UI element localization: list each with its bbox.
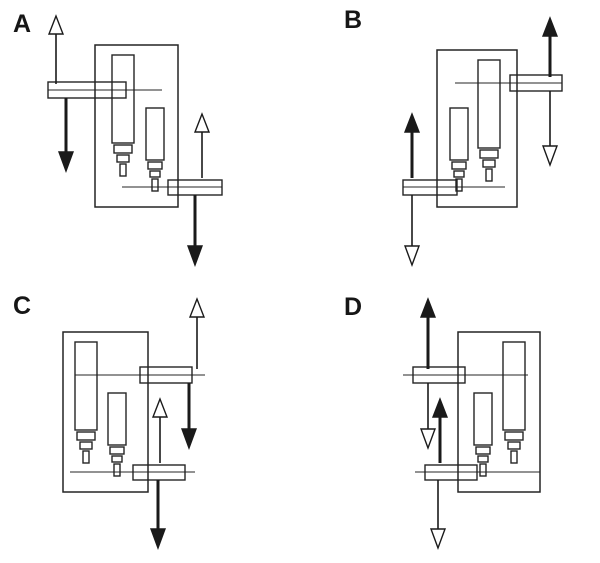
top-up-arrow [188, 297, 206, 369]
top-lever [509, 74, 563, 92]
bottom-up-arrow [151, 397, 169, 463]
cylinder-seal [79, 441, 93, 450]
top-lever [412, 366, 466, 384]
arrow-head [180, 428, 198, 451]
cylinder-stem [119, 163, 127, 177]
panel-a-drawing [47, 14, 223, 268]
bottom-down-arrow [403, 195, 421, 268]
cylinder-seal [482, 159, 496, 168]
large-cylinder [502, 341, 526, 464]
small-cylinder [107, 392, 127, 477]
cylinder-seal [507, 441, 521, 450]
bottom-lever [402, 179, 458, 196]
cylinder-seal [113, 144, 133, 154]
cylinder-stem [113, 463, 121, 477]
large-cylinder [111, 54, 135, 177]
arrow-head [47, 14, 65, 35]
arrow-head [151, 397, 169, 418]
cylinder-barrel [477, 59, 501, 149]
cylinder-seal [504, 431, 524, 441]
cylinder-stem [510, 450, 518, 464]
cylinder-stem [82, 450, 90, 464]
cylinder-seal [76, 431, 96, 441]
arrow-head [419, 297, 437, 318]
top-down-arrow [180, 383, 198, 451]
cylinder-barrel [111, 54, 135, 144]
arrow-head [57, 151, 75, 174]
cylinder-seal [453, 170, 465, 178]
panel-a-label: A [13, 10, 32, 38]
bottom-down-arrow [149, 480, 167, 551]
cylinder-seal [109, 446, 125, 455]
arrow-head [541, 16, 559, 37]
cylinder-seal [116, 154, 130, 163]
arrow-head [429, 528, 447, 551]
cylinder-barrel [449, 107, 469, 161]
top-down-arrow [419, 383, 437, 451]
machine-frame [457, 331, 541, 493]
cylinder-barrel [74, 341, 98, 431]
small-cylinder [473, 392, 493, 477]
arrow-head [541, 145, 559, 168]
cylinder-barrel [145, 107, 165, 161]
cylinder-stem [455, 178, 463, 192]
panel-c: C [10, 285, 300, 561]
bottom-up-arrow [403, 112, 421, 178]
panel-b: B [330, 8, 592, 276]
top-lever [47, 81, 127, 99]
panel-c-drawing [62, 297, 206, 551]
machine-body [402, 49, 563, 208]
arrow-head [188, 297, 206, 318]
panel-d-drawing [403, 297, 541, 551]
bottom-lever [424, 464, 478, 481]
cylinder-barrel [473, 392, 493, 446]
arrow-head [186, 245, 204, 268]
top-up-arrow [541, 16, 559, 77]
panel-b-drawing [402, 16, 563, 268]
cylinder-seal [477, 455, 489, 463]
arrow-head [403, 112, 421, 133]
cylinder-barrel [502, 341, 526, 431]
cylinder-seal [147, 161, 163, 170]
cylinder-seal [111, 455, 123, 463]
panel-d: D [330, 285, 592, 561]
arrow-head [403, 245, 421, 268]
arrow-head [193, 112, 211, 133]
machine-body [62, 331, 205, 493]
small-cylinder [449, 107, 469, 192]
bottom-down-arrow [429, 480, 447, 551]
machine-body [403, 331, 541, 493]
top-up-arrow [47, 14, 65, 84]
panel-c-label: C [13, 292, 32, 320]
cylinder-seal [475, 446, 491, 455]
cylinder-seal [479, 149, 499, 159]
bottom-up-arrow [193, 112, 211, 178]
cylinder-barrel [107, 392, 127, 446]
machine-frame [94, 44, 179, 208]
panel-d-label: D [344, 293, 363, 321]
cylinder-seal [451, 161, 467, 170]
panel-a: A [10, 8, 280, 276]
top-down-arrow [541, 91, 559, 168]
large-cylinder [74, 341, 98, 464]
arrow-head [431, 397, 449, 418]
top-lever [139, 366, 193, 384]
top-down-arrow [57, 98, 75, 174]
cylinder-seal [149, 170, 161, 178]
large-cylinder [477, 59, 501, 182]
cylinder-stem [151, 178, 159, 192]
machine-frame [436, 49, 518, 208]
panel-b-label: B [344, 6, 363, 34]
arrow-head [419, 428, 437, 451]
cylinder-stem [479, 463, 487, 477]
machine-body [47, 44, 223, 208]
machine-frame [62, 331, 149, 493]
arrow-head [149, 528, 167, 551]
small-cylinder [145, 107, 165, 192]
cylinder-stem [485, 168, 493, 182]
top-up-arrow [419, 297, 437, 369]
bottom-up-arrow [431, 397, 449, 463]
bottom-down-arrow [186, 195, 204, 268]
